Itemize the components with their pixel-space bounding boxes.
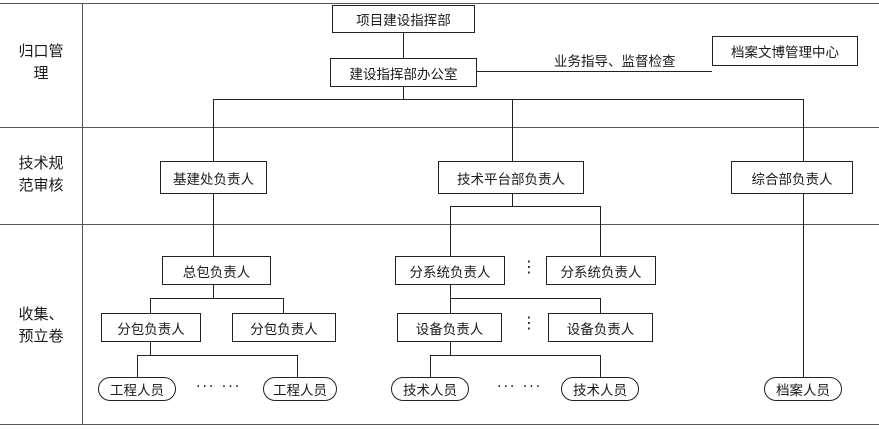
box-equipment-head-1: 设备负责人	[397, 313, 502, 342]
connector-office-archive-center	[477, 71, 712, 72]
connector-to-equipment-1	[450, 298, 451, 313]
band-label-gui: 归口管 理	[0, 40, 82, 84]
band-label-collect: 收集、 预立卷	[0, 303, 82, 347]
connector-to-infra	[213, 99, 214, 161]
connector-to-technician-2	[600, 355, 601, 377]
pill-technician-1: 技术人员	[391, 377, 469, 401]
band-divider-bottom	[0, 424, 879, 425]
band-divider-2	[0, 224, 879, 225]
connector-to-engineer-1	[137, 355, 138, 377]
band-label-line: 理	[33, 64, 49, 82]
connector-office-down	[403, 87, 404, 99]
connector-to-subsystem-1	[450, 206, 451, 256]
ellipsis-vertical-1: ⋮	[521, 257, 539, 276]
pill-engineer-2: 工程人员	[263, 377, 337, 401]
connector-subcontract-down	[150, 342, 151, 355]
guidance-label: 业务指导、监督检查	[554, 54, 676, 70]
connector-to-general	[803, 99, 804, 161]
connector-to-subcontract-2	[283, 298, 284, 313]
box-archive-center: 档案文博管理中心	[712, 36, 858, 66]
connector-general-archivist	[803, 194, 804, 377]
connector-technician-bar	[430, 355, 600, 356]
connector-to-subsystem-2	[600, 206, 601, 256]
box-infra-head: 基建处负责人	[160, 161, 267, 194]
band-label-line: 归口管	[18, 42, 64, 60]
connector-to-equipment-2	[600, 298, 601, 313]
box-general-head: 综合部负责人	[731, 161, 853, 194]
ellipsis-horizontal-1: ··· ···	[196, 379, 242, 395]
band-label-line: 范审核	[18, 176, 64, 194]
pill-technician-2: 技术人员	[561, 377, 639, 401]
connector-subcontract-bar	[150, 298, 283, 299]
connector-equipment-down	[450, 342, 451, 355]
box-project-hq: 项目建设指挥部	[332, 5, 475, 33]
connector-to-engineer-2	[297, 355, 298, 377]
connector-level2-bar	[213, 99, 803, 100]
connector-subsystem-down	[450, 285, 451, 298]
ellipsis-horizontal-2: ··· ···	[497, 379, 543, 395]
band-divider-1	[0, 127, 879, 128]
box-subsystem-head-1: 分系统负责人	[395, 256, 505, 285]
band-label-line: 预立卷	[18, 327, 64, 345]
connector-hq-office	[403, 33, 404, 58]
connector-subsystem-bar	[450, 206, 600, 207]
band-divider-top	[0, 3, 879, 4]
box-subsystem-head-2: 分系统负责人	[546, 256, 656, 285]
connector-infra-gc	[213, 194, 214, 256]
connector-gc-down	[213, 285, 214, 298]
box-subcontract-head-2: 分包负责人	[232, 313, 336, 342]
pill-engineer-1: 工程人员	[98, 377, 176, 401]
connector-to-technician-1	[430, 355, 431, 377]
box-general-contractor-head: 总包负责人	[162, 256, 271, 285]
pill-archivist: 档案人员	[764, 377, 842, 401]
connector-to-tech-platform	[512, 99, 513, 161]
connector-to-subcontract-1	[150, 298, 151, 313]
connector-tech-platform-down	[512, 194, 513, 206]
band-label-tech: 技术规 范审核	[0, 152, 82, 196]
connector-engineer-bar	[137, 355, 297, 356]
box-equipment-head-2: 设备负责人	[548, 313, 653, 342]
ellipsis-vertical-2: ⋮	[521, 313, 539, 332]
box-subcontract-head-1: 分包负责人	[101, 313, 201, 342]
label-column-divider	[82, 3, 83, 424]
connector-equipment-bar	[450, 298, 600, 299]
band-label-line: 收集、	[18, 305, 64, 323]
box-tech-platform-head: 技术平台部负责人	[438, 161, 584, 194]
band-label-line: 技术规	[18, 154, 64, 172]
box-hq-office: 建设指挥部办公室	[330, 58, 477, 87]
